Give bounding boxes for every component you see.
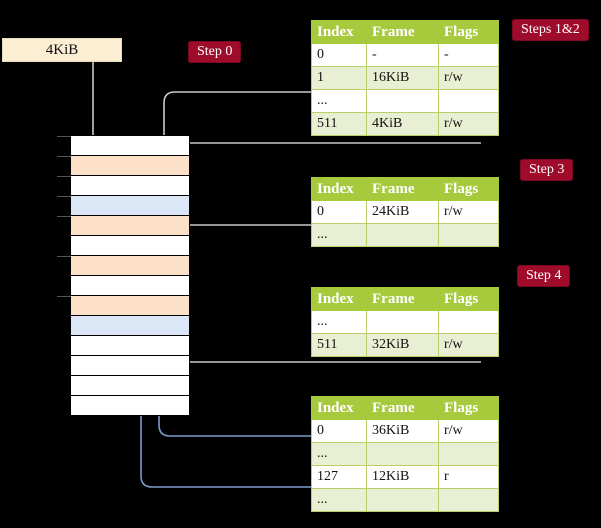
column-header-flags: Flags <box>438 177 499 201</box>
column-header-frame: Frame <box>366 177 439 201</box>
cell-frame: 24KiB <box>366 200 439 224</box>
cell-index: ... <box>311 310 367 334</box>
cell-frame: 32KiB <box>366 333 439 357</box>
page-size-box: 4KiB <box>2 38 122 62</box>
memory-row-2 <box>71 176 189 196</box>
cell-flags: r/w <box>438 333 499 357</box>
cell-index: ... <box>311 442 367 466</box>
cell-flags <box>438 89 499 113</box>
badge-step-3: Step 3 <box>520 159 574 182</box>
badge-step-4: Step 4 <box>517 265 571 288</box>
cell-flags: r/w <box>438 200 499 224</box>
memory-row-10 <box>71 336 189 356</box>
cell-frame <box>366 89 439 113</box>
cell-flags: - <box>438 43 499 67</box>
memory-tick-6 <box>57 256 71 257</box>
column-header-index: Index <box>311 396 367 420</box>
badge-step-0: Step 0 <box>188 41 242 64</box>
cell-flags: r/w <box>438 66 499 90</box>
cell-flags <box>438 488 499 512</box>
column-header-frame: Frame <box>366 396 439 420</box>
memory-row-3 <box>71 196 189 216</box>
cell-frame: 4KiB <box>366 112 439 136</box>
column-header-flags: Flags <box>438 396 499 420</box>
cell-frame <box>366 488 439 512</box>
cell-index: ... <box>311 488 367 512</box>
table-row: ... <box>311 310 499 334</box>
cell-frame: - <box>366 43 439 67</box>
table-row: ... <box>311 488 499 512</box>
memory-row-9 <box>71 316 189 336</box>
cell-index: 0 <box>311 419 367 443</box>
badge-steps-1-2: Steps 1&2 <box>512 19 589 42</box>
cell-index: 127 <box>311 465 367 489</box>
memory-tick-4 <box>57 216 71 217</box>
memory-row-1 <box>71 156 189 176</box>
wire-l0-row511-to-mem <box>147 142 481 163</box>
cell-flags <box>438 223 499 247</box>
cell-frame: 16KiB <box>366 66 439 90</box>
memory-row-6 <box>71 256 189 276</box>
column-header-index: Index <box>311 287 367 311</box>
memory-row-4 <box>71 216 189 236</box>
cell-index: 0 <box>311 43 367 67</box>
cell-flags: r <box>438 465 499 489</box>
physical-memory-column <box>57 135 190 416</box>
cell-index: 1 <box>311 66 367 90</box>
column-header-index: Index <box>311 177 367 201</box>
cell-index: 511 <box>311 112 367 136</box>
memory-row-7 <box>71 276 189 296</box>
cell-frame <box>366 442 439 466</box>
cell-index: ... <box>311 89 367 113</box>
cell-frame: 12KiB <box>366 465 439 489</box>
cell-index: ... <box>311 223 367 247</box>
table-row: ... <box>311 223 499 247</box>
memory-row-0 <box>71 136 189 156</box>
memory-row-13 <box>71 396 189 416</box>
column-header-flags: Flags <box>438 20 499 44</box>
table-row: 0-- <box>311 43 499 67</box>
cell-flags <box>438 310 499 334</box>
cell-index: 511 <box>311 333 367 357</box>
memory-tick-2 <box>57 176 71 177</box>
page-size-label: 4KiB <box>45 41 79 58</box>
memory-tick-8 <box>57 296 71 297</box>
cell-flags: r/w <box>438 419 499 443</box>
cell-frame <box>366 223 439 247</box>
cell-flags <box>438 442 499 466</box>
memory-tick-0 <box>57 136 71 137</box>
column-header-index: Index <box>311 20 367 44</box>
memory-row-5 <box>71 236 189 256</box>
memory-row-11 <box>71 356 189 376</box>
memory-tick-3 <box>57 196 71 197</box>
column-header-frame: Frame <box>366 20 439 44</box>
column-header-frame: Frame <box>366 287 439 311</box>
cell-index: 0 <box>311 200 367 224</box>
column-header-flags: Flags <box>438 287 499 311</box>
memory-row-8 <box>71 296 189 316</box>
cell-frame: 36KiB <box>366 419 439 443</box>
table-row: ... <box>311 89 499 113</box>
memory-row-12 <box>71 376 189 396</box>
table-row: ... <box>311 442 499 466</box>
cell-flags: r/w <box>438 112 499 136</box>
cell-frame <box>366 310 439 334</box>
memory-tick-1 <box>57 156 71 157</box>
